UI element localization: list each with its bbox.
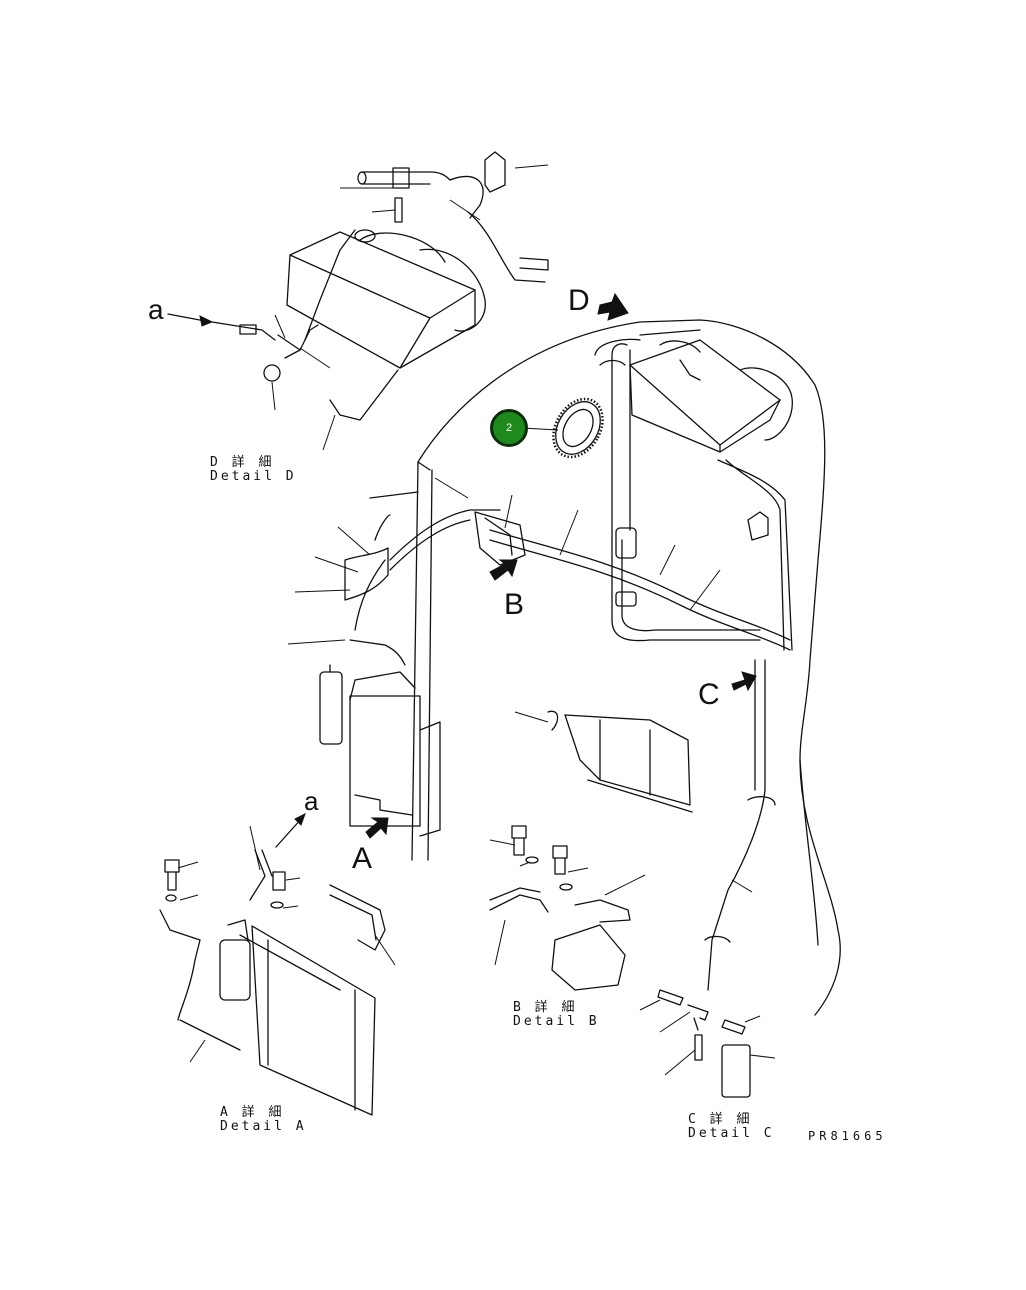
detail-c-assembly — [639, 879, 776, 1098]
view-letter-c: C — [698, 678, 720, 711]
detail-c-label-jp: C 詳 細 — [688, 1112, 753, 1127]
view-letter-d: D — [568, 284, 590, 317]
view-letter-a: A — [352, 842, 373, 875]
detail-b-label-en: Detail B — [513, 1014, 600, 1029]
detail-b-assembly — [489, 825, 646, 991]
upper-right-unit — [615, 339, 793, 607]
drawing-code: PR81665 — [808, 1129, 887, 1143]
hose-routing — [344, 329, 793, 991]
view-arrows — [275, 292, 757, 848]
view-letter-a-top: a — [148, 294, 164, 325]
view-letter-a-bottom: a — [304, 786, 319, 816]
detail-a-assembly — [159, 825, 396, 1116]
detail-a-label-en: Detail A — [220, 1119, 307, 1134]
view-letter-b: B — [504, 588, 525, 621]
detail-a-label-jp: A 詳 細 — [220, 1105, 285, 1120]
detail-c-label-en: Detail C — [688, 1126, 775, 1141]
panel-part — [514, 710, 693, 813]
cab-outline — [369, 319, 841, 1016]
detail-d-label-en: Detail D — [210, 469, 297, 484]
detail-b-label-jp: B 詳 細 — [513, 1000, 578, 1015]
gear-ring-part — [521, 397, 604, 459]
center-clamp — [434, 477, 721, 611]
detail-d-label-jp: D 詳 細 — [210, 455, 275, 470]
part-number-badge[interactable]: 2 — [490, 409, 528, 447]
detail-d-assembly — [167, 151, 549, 451]
